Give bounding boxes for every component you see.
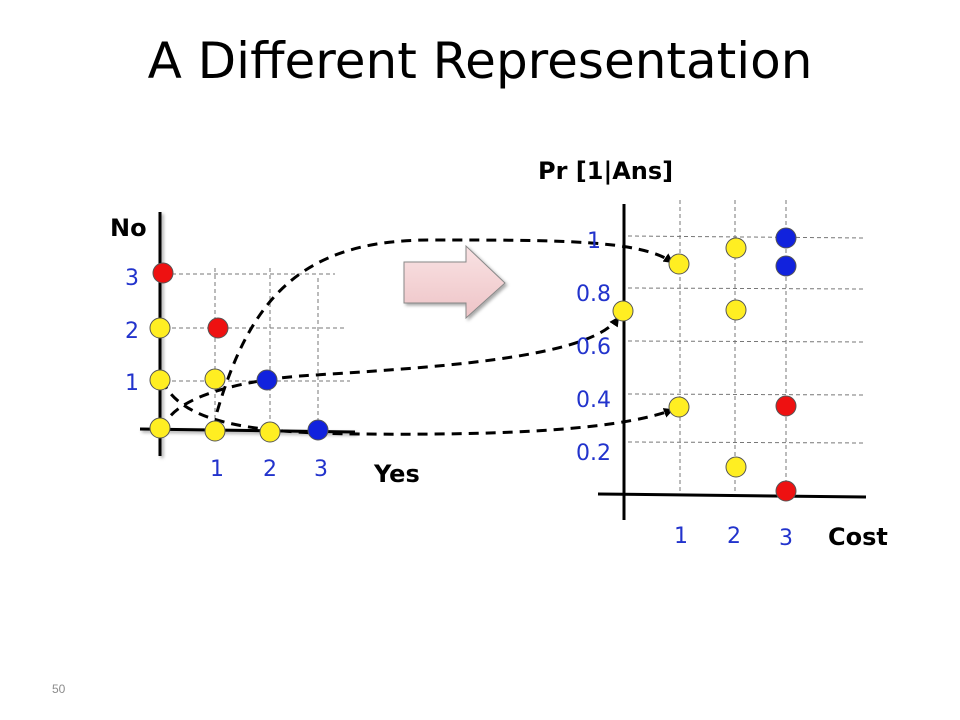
mapping-curve-mid [161,316,620,431]
point-red [207,317,229,339]
left-x-tick-2: 2 [263,457,277,482]
point-yellow [149,417,171,439]
right-x-tick-2: 2 [727,524,741,549]
right-y-tick-1: 1 [587,229,601,254]
point-yellow [204,420,226,442]
block-arrow [403,244,506,320]
right-gridlines [627,200,867,492]
point-yellow [612,300,634,322]
right-y-tick-0-8: 0.8 [576,282,611,307]
point-blue [775,255,797,277]
page-number: 50 [52,682,66,696]
left-gridlines [165,268,350,440]
left-axes [139,212,356,456]
left-points [149,262,329,443]
mapping-curves [160,238,674,436]
right-y-tick-0-4: 0.4 [576,388,611,413]
point-blue [256,369,278,391]
left-x-tick-1: 1 [210,457,224,482]
right-y-axis-label: Pr [1|Ans] [538,157,673,185]
right-x-axis-label: Cost [828,523,888,551]
point-yellow [259,421,281,443]
left-x-axis-label: Yes [373,460,420,488]
point-red [775,480,797,502]
point-yellow [149,317,171,339]
right-y-tick-0-6: 0.6 [576,335,611,360]
left-x-tick-3: 3 [314,457,328,482]
point-yellow [668,253,690,275]
right-points [612,227,797,502]
point-blue [775,227,797,249]
point-blue [307,419,329,441]
point-yellow [725,237,747,259]
left-y-axis-label: No [110,214,147,242]
left-y-tick-1: 1 [125,371,139,396]
point-yellow [725,299,747,321]
left-y-tick-2: 2 [125,319,139,344]
point-yellow [204,368,226,390]
right-x-tick-1: 1 [674,524,688,549]
point-yellow [725,456,747,478]
point-yellow [149,369,171,391]
point-red [775,395,797,417]
point-red [152,262,174,284]
slide-title: A Different Representation [147,32,813,90]
point-yellow [668,396,690,418]
mapping-curve-top [215,238,674,413]
right-x-tick-3: 3 [779,526,793,551]
right-y-tick-0-2: 0.2 [576,441,611,466]
right-axes [597,204,867,520]
left-y-tick-3: 3 [125,266,139,291]
